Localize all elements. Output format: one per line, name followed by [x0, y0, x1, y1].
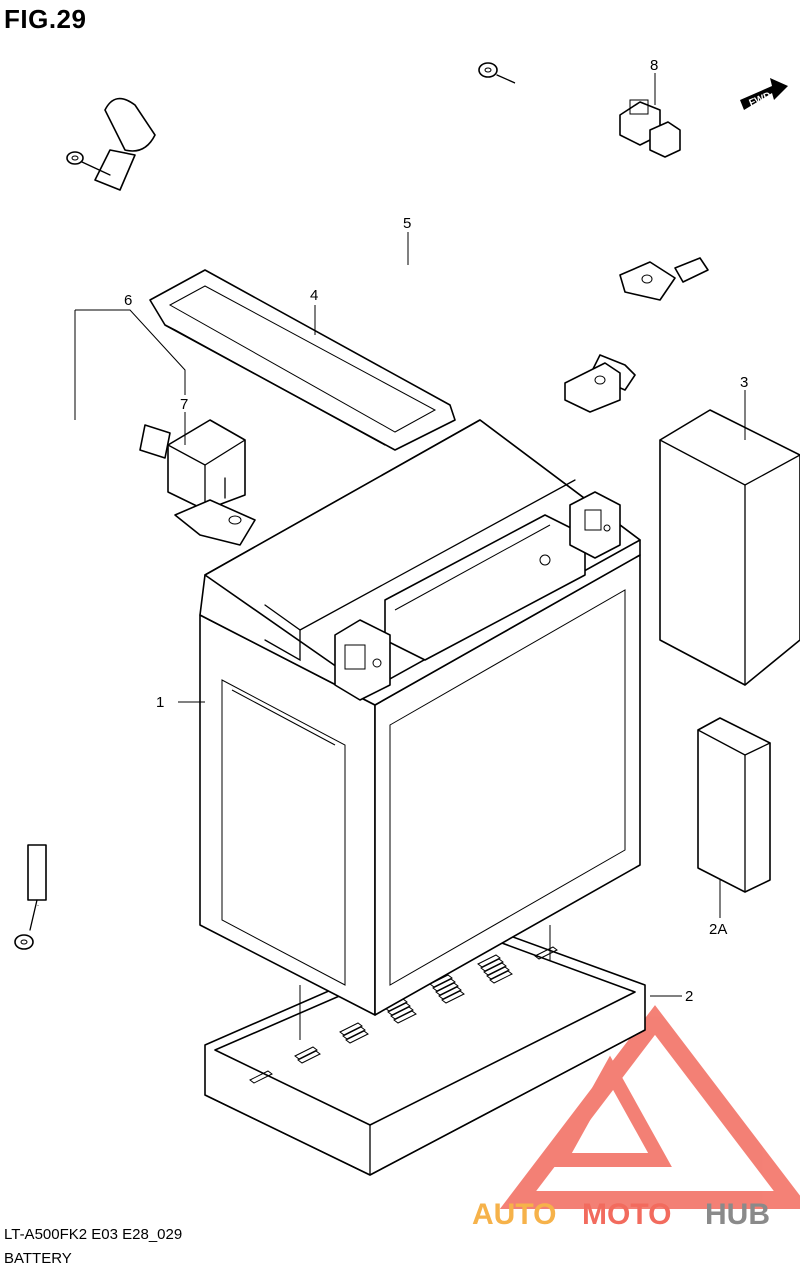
watermark-middle: MOTO [582, 1198, 671, 1231]
callout-5: 5 [403, 215, 411, 232]
terminal-positive [334, 619, 391, 701]
callout-3: 3 [740, 374, 748, 391]
positive-lead [14, 417, 171, 950]
watermark-logo: AUTO MOTO HUB [472, 1198, 770, 1231]
battery [199, 419, 641, 1016]
section-name: BATTERY [4, 1250, 72, 1267]
tray-slot [339, 1022, 363, 1036]
leader-lines [74, 73, 746, 997]
terminal-cover [167, 419, 256, 546]
tray-slot [294, 1046, 318, 1060]
battery-tray [204, 924, 646, 1176]
watermark-prefix: AUTO [472, 1198, 556, 1231]
battery-band [149, 269, 456, 451]
fwd-arrow-icon: FWD [740, 78, 788, 110]
tray-slot [534, 946, 558, 960]
callout-2: 2 [685, 988, 693, 1005]
watermark-suffix: HUB [705, 1198, 770, 1231]
callout-1: 1 [156, 694, 164, 711]
callout-8: 8 [650, 57, 658, 74]
battery-pad [659, 409, 800, 686]
sheet-2a [697, 717, 771, 893]
callout-6: 6 [124, 292, 132, 309]
figure-title: FIG.29 [4, 4, 87, 34]
callout-7: 7 [180, 396, 188, 413]
callout-2a: 2A [709, 921, 727, 938]
watermark-emblem [499, 1005, 800, 1209]
model-code: LT-A500FK2 E03 E28_029 [4, 1226, 183, 1243]
tray-slot [477, 954, 501, 968]
callout-4: 4 [310, 287, 318, 304]
sub-harness [478, 62, 763, 301]
tray-slot [249, 1070, 273, 1084]
negative-lead [66, 97, 636, 413]
terminal-negative [569, 491, 621, 559]
fwd-label: FWD [748, 90, 773, 109]
tray-slot [429, 974, 453, 988]
